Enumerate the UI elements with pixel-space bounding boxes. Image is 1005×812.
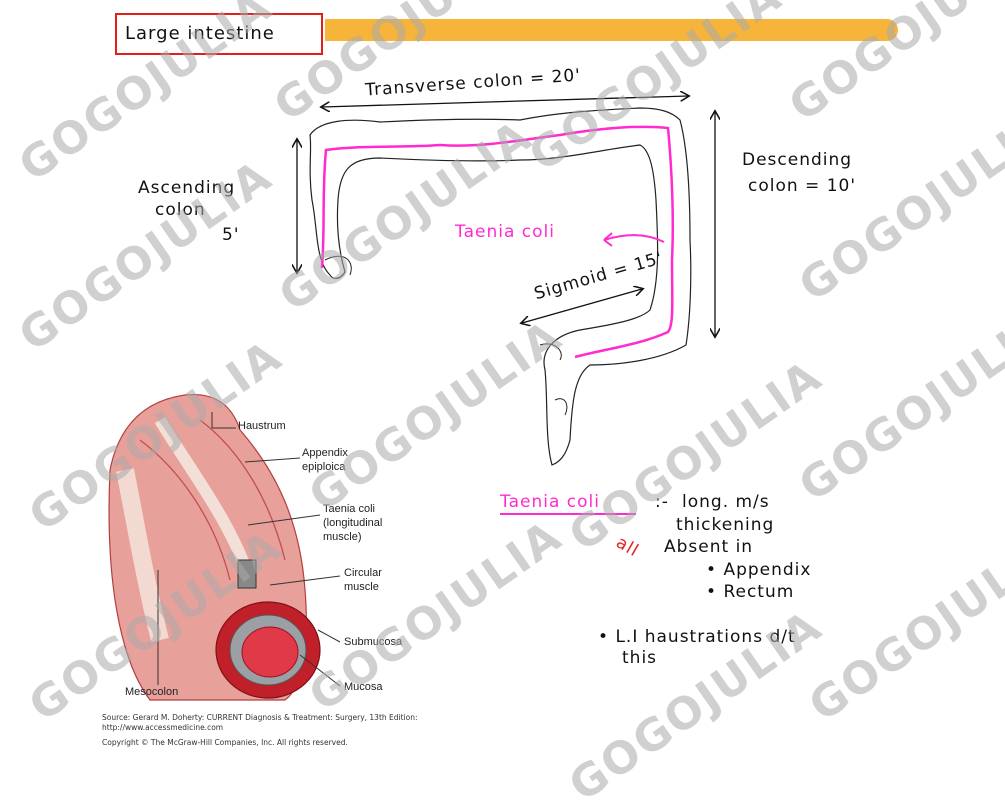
notes-separator: :- xyxy=(655,492,669,512)
taenia-coli-label: Taenia coli xyxy=(455,222,555,242)
notes-li-line: • L.I haustrations d/t xyxy=(598,627,796,647)
ascending-colon-label: Ascending xyxy=(138,178,236,198)
colon-diagram xyxy=(108,0,1005,701)
notes-line-2: thickening xyxy=(676,515,775,535)
bullet-text: Rectum xyxy=(723,582,795,602)
notes-line-3: Absent in xyxy=(664,537,754,557)
taenia-pointer-arrow xyxy=(603,232,665,247)
label-haustrum: Haustrum xyxy=(238,420,286,432)
colon-outline xyxy=(309,107,692,466)
label-circular-2: muscle xyxy=(344,581,379,593)
notes-heading: Taenia coli xyxy=(500,492,600,512)
label-appendix: Appendix xyxy=(302,447,348,459)
label-taenia-3: muscle) xyxy=(323,531,362,543)
label-appendix-2: epiploica xyxy=(302,461,346,473)
label-taenia: Taenia coli xyxy=(323,503,375,515)
notes-bullet-rectum: • Rectum xyxy=(706,582,795,602)
descending-colon-label-2: colon = 10' xyxy=(748,176,857,196)
notes-line-1: long. m/s xyxy=(682,492,770,512)
ascending-length: 5' xyxy=(222,225,240,245)
label-taenia-2: (longitudinal xyxy=(323,517,383,529)
notes-bullet-appendix: • Appendix xyxy=(706,560,812,580)
figure-leader-lines xyxy=(157,412,341,687)
figure-copyright: Copyright © The McGraw-Hill Companies, I… xyxy=(102,738,348,747)
sigmoid-arrow xyxy=(522,289,642,323)
header-accent-bar xyxy=(325,19,898,41)
bullet-text: Appendix xyxy=(723,560,812,580)
ascending-colon-label-2: colon xyxy=(155,200,206,220)
figure-source-url: http://www.accessmedicine.com xyxy=(102,723,224,732)
title-box: Large intestine xyxy=(115,13,323,55)
label-circular: Circular xyxy=(344,567,382,579)
label-mesocolon: Mesocolon xyxy=(125,686,179,698)
descending-colon-label: Descending xyxy=(742,150,853,170)
transverse-arrow xyxy=(322,96,688,107)
taenia-coli-line xyxy=(320,125,675,359)
label-submucosa: Submucosa xyxy=(344,636,403,648)
label-mucosa: Mucosa xyxy=(344,681,383,693)
notes-li-line-2: this xyxy=(622,648,658,668)
figure-source: Source: Gerard M. Doherty: CURRENT Diagn… xyxy=(102,713,418,722)
colon-wall-illustration xyxy=(108,393,321,701)
li-text: L.I haustrations d/t xyxy=(615,627,796,647)
page-title: Large intestine xyxy=(125,23,275,44)
